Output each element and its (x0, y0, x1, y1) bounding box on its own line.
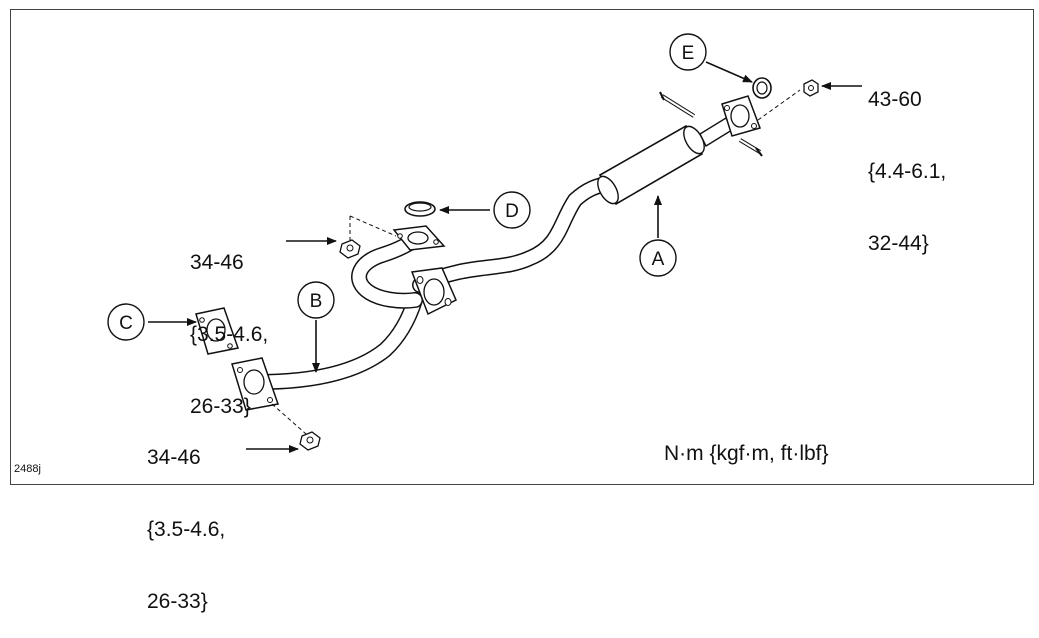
torque-value-nm: 34-46 (147, 446, 201, 469)
callout-a: A (639, 239, 677, 277)
front-pipe-flange (231, 357, 279, 411)
exhaust-system-diagram: A B C D E (107, 33, 862, 453)
torque-value-nm: 43-60 (868, 88, 922, 111)
ring-gasket-e (752, 77, 772, 99)
flange-nut-lower (299, 431, 321, 451)
torque-spec-lower-flange-nut: 34-46 {3.5-4.6, 26-33} (147, 398, 225, 638)
callout-c: C (107, 303, 145, 341)
torque-value-ftlbf: 26-33} (190, 395, 251, 418)
exhaust-pipe-assembly (231, 91, 763, 411)
callout-c-label: C (119, 313, 133, 334)
figure-id: 2488j (14, 463, 41, 475)
torque-value-ftlbf: 32-44} (868, 232, 929, 255)
torque-value-kgfm: {3.5-4.6, (190, 323, 269, 346)
callout-d: D (493, 191, 531, 229)
center-pipe (412, 176, 614, 293)
gasket-c (195, 307, 239, 355)
torque-spec-muffler-nut: 43-60 {4.4-6.1, 32-44} (868, 40, 946, 280)
callout-a-label: A (652, 249, 665, 270)
torque-spec-upper-flange-nut: 34-46 {3.5-4.6, 26-33} (190, 203, 268, 443)
muffler-hangers (659, 91, 763, 157)
torque-value-nm: 34-46 (190, 251, 244, 274)
main-muffler (597, 117, 733, 206)
callout-b-label: B (310, 291, 323, 312)
diagram-frame (10, 9, 1034, 485)
flange-joint (410, 267, 457, 316)
callout-e-label: E (682, 43, 695, 64)
torque-value-kgfm: {3.5-4.6, (147, 518, 226, 541)
callout-e: E (669, 33, 707, 71)
upper-pipe-flange (392, 225, 446, 251)
torque-unit-note: N·m {kgf·m, ft·lbf} (664, 442, 829, 465)
ring-gasket-d (404, 201, 436, 217)
front-pipe (250, 228, 428, 390)
stud-alignment-lines (271, 89, 801, 435)
callout-d-label: D (505, 201, 519, 222)
muffler-flange-nut (803, 79, 819, 97)
torque-value-kgfm: {4.4-6.1, (868, 160, 947, 183)
flange-nut-upper (339, 239, 361, 259)
callout-b: B (297, 281, 335, 319)
leader-arrows (148, 61, 862, 453)
torque-value-ftlbf: 26-33} (147, 590, 208, 613)
rear-flange (721, 95, 761, 137)
